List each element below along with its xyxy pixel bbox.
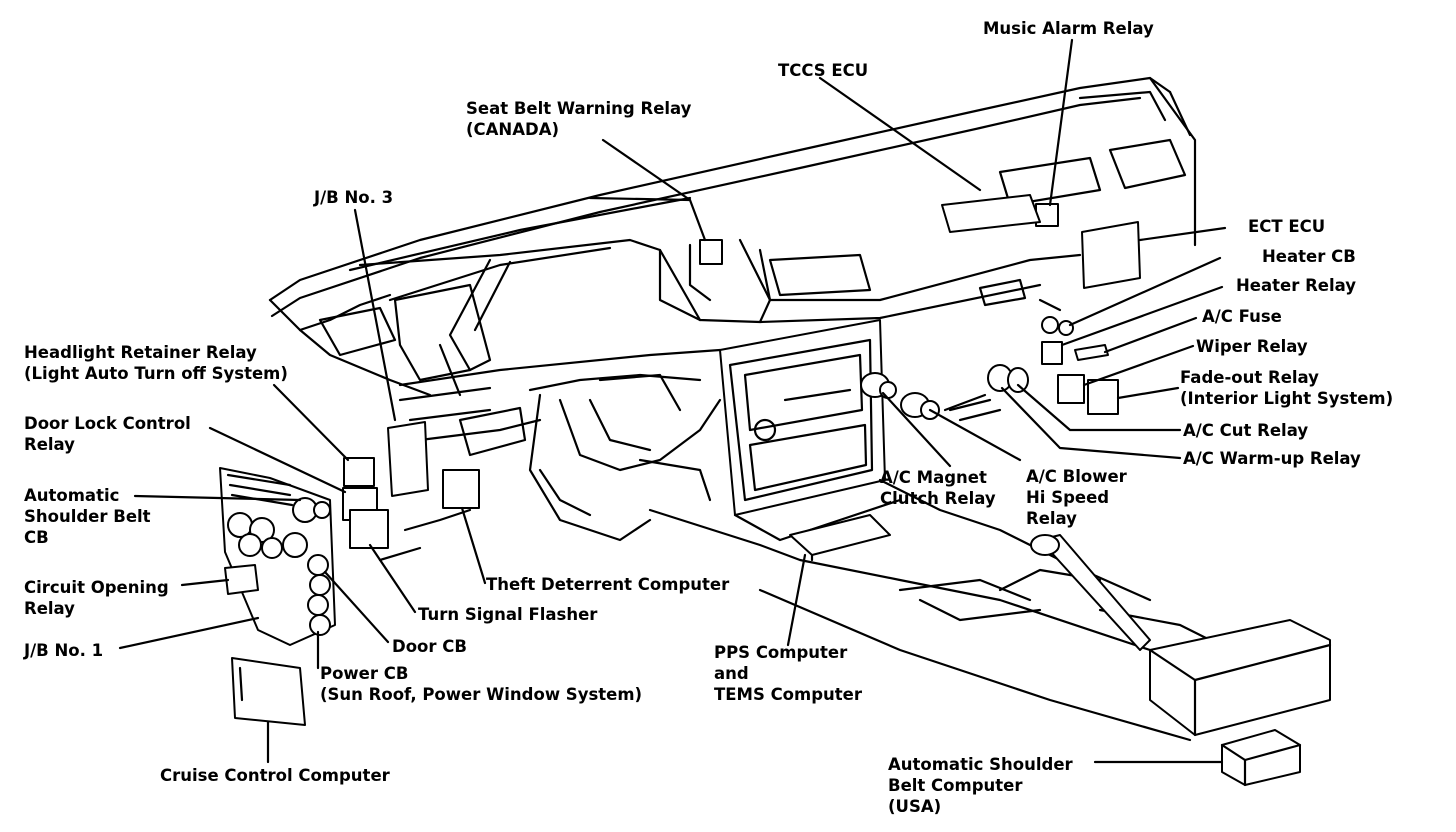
label-headlight-retainer-relay: Headlight Retainer Relay(Light Auto Turn…: [24, 343, 288, 383]
label-turn-signal-flasher: Turn Signal Flasher: [418, 605, 598, 624]
label-ac-warmup-relay: A/C Warm-up Relay: [1183, 449, 1361, 468]
leader-lines: [118, 38, 1227, 764]
label-tccs-ecu: TCCS ECU: [778, 61, 869, 80]
label-jb-no1: J/B No. 1: [24, 641, 104, 660]
label-door-cb: Door CB: [392, 637, 467, 656]
label-ac-cut-relay: A/C Cut Relay: [1183, 421, 1309, 440]
label-cruise-control-computer: Cruise Control Computer: [160, 766, 390, 785]
label-jb-no3: J/B No. 3: [314, 188, 394, 207]
label-heater-relay: Heater Relay: [1236, 276, 1357, 295]
label-theft-deterrent-computer: Theft Deterrent Computer: [486, 575, 730, 594]
label-heater-cb: Heater CB: [1262, 247, 1356, 266]
label-ect-ecu: ECT ECU: [1248, 217, 1326, 236]
components: [219, 194, 1302, 787]
label-wiper-relay: Wiper Relay: [1196, 337, 1308, 356]
label-music-alarm-relay: Music Alarm Relay: [983, 19, 1154, 38]
dashboard-drawing: [268, 76, 1332, 742]
label-power-cb: Power CB(Sun Roof, Power Window System): [320, 664, 643, 704]
label-ac-fuse: A/C Fuse: [1202, 307, 1282, 326]
label-seat-belt-warning-relay: Seat Belt Warning Relay(CANADA): [466, 99, 692, 139]
label-fadeout-relay: Fade-out Relay(Interior Light System): [1180, 368, 1394, 408]
